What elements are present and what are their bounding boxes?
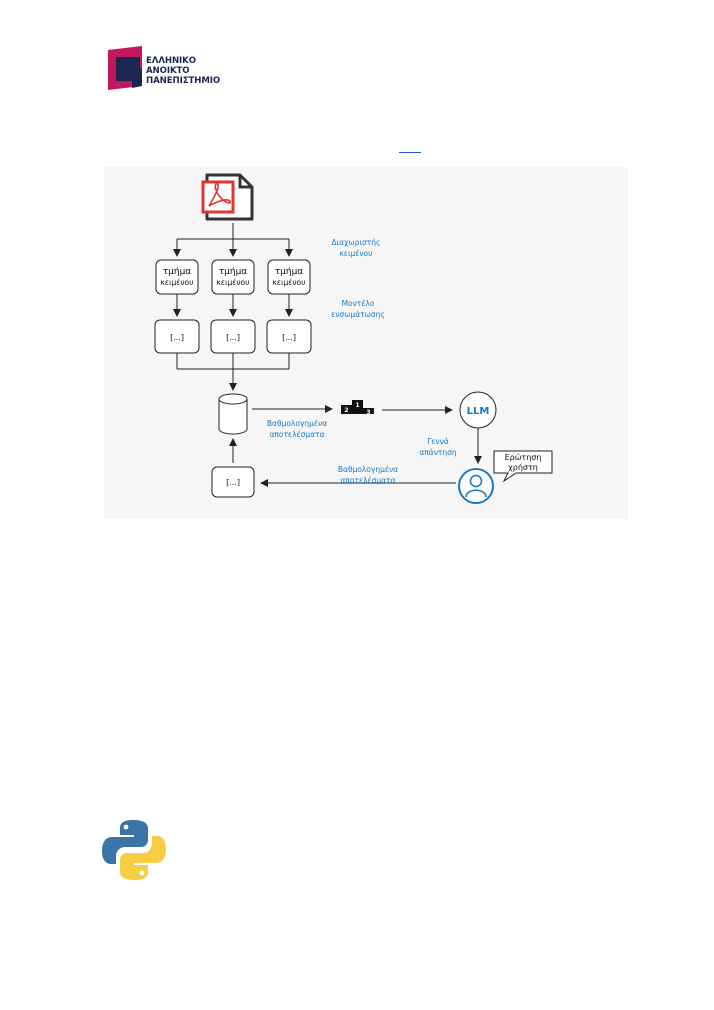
chunk-label: κειμένου — [161, 278, 194, 287]
svg-text:2: 2 — [344, 407, 348, 414]
splitter-connectors — [173, 223, 293, 257]
svg-text:1: 1 — [355, 402, 359, 409]
text-chunk-2: τμήμα κειμένου — [211, 259, 255, 295]
chunk-label: κειμένου — [217, 278, 250, 287]
user-question-text: χρήστη — [508, 463, 538, 472]
university-logo-mark — [108, 46, 142, 90]
vector-database-icon — [218, 393, 248, 435]
llm-label: LLM — [467, 406, 490, 417]
ranked-results-label: Βαθμολογημένα — [267, 419, 327, 428]
chunk-label: κειμένου — [273, 278, 306, 287]
splitter-label: κειμένου — [340, 249, 373, 258]
rag-diagram: τμήμα κειμένου τμήμα κειμένου τμήμα κειμ… — [104, 167, 628, 519]
embedding-model-label: ενσωμάτωσης — [331, 310, 385, 319]
generates-answer-label: απάντηση — [419, 448, 457, 457]
embedding-label: [...] — [282, 333, 296, 342]
logo-line-1: ΕΛΛΗΝΙΚΟ — [146, 56, 196, 66]
embedding-label: [...] — [226, 333, 240, 342]
llm-node: LLM — [459, 391, 497, 429]
user-question-text: Ερώτηση — [505, 452, 542, 462]
text-chunk-1: τμήμα κειμένου — [155, 259, 199, 295]
generates-answer-label: Γεννά — [427, 437, 449, 446]
chunk-label: τμήμα — [163, 267, 192, 277]
splitter-label: Διαχωριστής — [332, 238, 381, 247]
rag-diagram-svg: τμήμα κειμένου τμήμα κειμένου τμήμα κειμ… — [154, 173, 553, 504]
logo-line-3: ΠΑΝΕΠΙΣΤΗΜΙΟ — [146, 76, 221, 86]
merge-connectors — [176, 353, 290, 391]
query-embedding-label: [...] — [226, 478, 240, 487]
chunk-label: τμήμα — [275, 267, 304, 277]
embedding-vector-1: [...] — [154, 319, 200, 354]
svg-text:3: 3 — [366, 409, 370, 416]
text-chunk-3: τμήμα κειμένου — [267, 259, 311, 295]
embedding-vector-2: [...] — [210, 319, 256, 354]
embedding-arrows — [173, 294, 293, 317]
citation-link[interactable] — [399, 139, 421, 153]
logo-line-2: ΑΝΟΙΚΤΟ — [146, 66, 190, 76]
pdf-document-icon — [201, 173, 254, 221]
user-question-bubble: Ερώτηση χρήστη — [493, 450, 553, 483]
ranked-results-label: αποτελέσματα — [340, 476, 395, 485]
user-icon — [458, 468, 494, 504]
ranked-results-label: αποτελέσματα — [269, 430, 324, 439]
ranked-results-label: Βαθμολογημένα — [338, 465, 398, 474]
query-embedding-box: [...] — [211, 466, 255, 498]
podium-ranking-icon: 2 1 3 — [341, 400, 374, 416]
python-logo-icon — [102, 820, 166, 880]
embedding-vector-3: [...] — [266, 319, 312, 354]
chunk-label: τμήμα — [219, 267, 248, 277]
embedding-label: [...] — [170, 333, 184, 342]
embedding-model-label: Μοντέλο — [342, 299, 375, 308]
university-logo-text: ΕΛΛΗΝΙΚΟ ΑΝΟΙΚΤΟ ΠΑΝΕΠΙΣΤΗΜΙΟ — [146, 56, 220, 86]
